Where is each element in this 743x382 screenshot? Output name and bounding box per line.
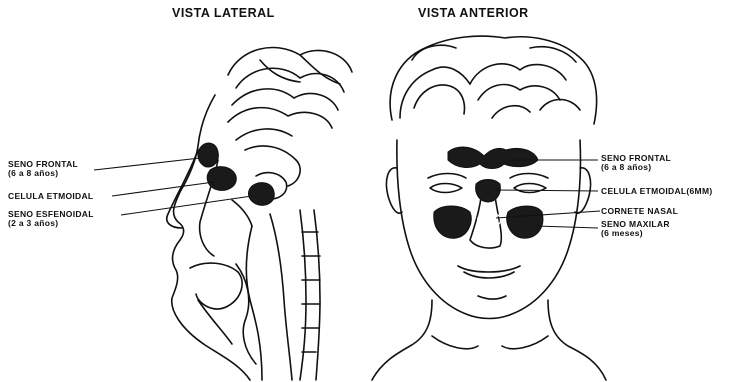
lateral-label-celula-etmoidal: CELULA ETMOIDAL	[8, 192, 93, 201]
lateral-head-drawing	[167, 48, 352, 380]
anterior-label-celula-etmoidal: CELULA ETMOIDAL(6MM)	[601, 187, 712, 196]
lateral-label-seno-esfenoidal: SENO ESFENOIDAL (2 a 3 años)	[8, 210, 94, 228]
anterior-seno-frontal-age: (6 a 8 años)	[601, 163, 671, 172]
anterior-cornete-nasal-text: CORNETE NASAL	[601, 206, 678, 216]
lateral-ethmoid-cells	[207, 167, 236, 191]
anterior-frontal-sinus	[448, 147, 538, 168]
anterior-celula-etmoidal-text: CELULA ETMOIDAL(6MM)	[601, 186, 712, 196]
anterior-ethmoid-cells	[476, 180, 501, 203]
lateral-sphenoid-sinus	[249, 183, 275, 206]
lateral-celula-etmoidal-text: CELULA ETMOIDAL	[8, 191, 93, 201]
anterior-maxillary-sinus-left	[434, 206, 471, 238]
lateral-seno-esfenoidal-age: (2 a 3 años)	[8, 219, 94, 228]
anterior-label-seno-maxilar: SENO MAXILAR (6 meses)	[601, 220, 670, 238]
lateral-seno-frontal-age: (6 a 8 años)	[8, 169, 78, 178]
anterior-view-title: VISTA ANTERIOR	[418, 6, 529, 20]
anterior-maxillary-sinus-right	[507, 206, 543, 238]
anterior-label-seno-frontal: SENO FRONTAL (6 a 8 años)	[601, 154, 671, 172]
anterior-label-cornete-nasal: CORNETE NASAL	[601, 207, 678, 216]
lateral-label-seno-frontal: SENO FRONTAL (6 a 8 años)	[8, 160, 78, 178]
anterior-face-drawing	[372, 36, 606, 380]
anterior-nasal-turbinates	[478, 214, 501, 226]
anterior-seno-maxilar-age: (6 meses)	[601, 229, 670, 238]
lateral-frontal-sinus	[198, 143, 218, 167]
lateral-view-title: VISTA LATERAL	[172, 6, 275, 20]
